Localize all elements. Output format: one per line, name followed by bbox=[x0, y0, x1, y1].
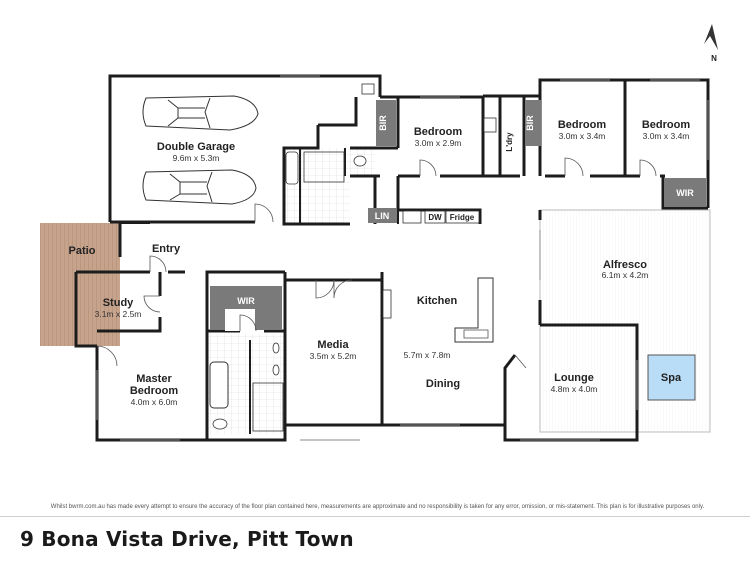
room-dims-lounge: 4.8m x 4.0m bbox=[551, 384, 598, 394]
property-address: 9 Bona Vista Drive, Pitt Town bbox=[20, 527, 354, 551]
wir-closet bbox=[664, 178, 706, 207]
disclaimer-text: Whilst bwrm.com.au has made every attemp… bbox=[50, 504, 705, 510]
room-dims-bedroom: 3.0m x 3.4m bbox=[559, 131, 606, 141]
room-dims-media: 3.5m x 5.2m bbox=[310, 351, 357, 361]
room-dims-bedroom: 3.0m x 3.4m bbox=[643, 131, 690, 141]
room-label-spa: Spa bbox=[661, 372, 682, 384]
room-label-study: Study bbox=[103, 297, 134, 309]
room-dims-study: 3.1m x 2.5m bbox=[95, 309, 142, 319]
wir-label: WIR bbox=[237, 296, 255, 306]
toilet bbox=[353, 155, 367, 167]
garage-sink bbox=[361, 83, 375, 95]
spa-pool bbox=[647, 354, 696, 401]
room-label-dining: Dining bbox=[426, 378, 460, 390]
footer-divider bbox=[0, 516, 750, 517]
kitchen-island bbox=[454, 277, 494, 343]
room-label-master-bedroom-line2: Bedroom bbox=[130, 385, 179, 397]
room-label-entry: Entry bbox=[152, 243, 181, 255]
fridge-label: Fridge bbox=[450, 213, 475, 222]
lin-label: LIN bbox=[375, 211, 390, 221]
shower bbox=[252, 382, 284, 432]
bir-label: BIR bbox=[378, 115, 388, 131]
room-label-media: Media bbox=[317, 339, 349, 351]
lin-closet bbox=[368, 208, 397, 223]
laundry-tub bbox=[483, 117, 497, 133]
room-label-kitchen: Kitchen bbox=[417, 295, 458, 307]
compass-label: N bbox=[711, 54, 717, 63]
bir-closet bbox=[525, 100, 541, 146]
bir-label: BIR bbox=[525, 115, 535, 131]
wir-label: WIR bbox=[676, 188, 694, 198]
toilet bbox=[212, 418, 228, 430]
door-swings bbox=[96, 157, 657, 369]
laundry-tiles bbox=[480, 96, 524, 174]
laundry-label: L'dry bbox=[505, 132, 514, 152]
room-label-bedroom: Bedroom bbox=[642, 119, 691, 131]
floor-plan: N Double Garage 9.6m x 5.3m BIR Bedroom … bbox=[40, 24, 718, 442]
car-icon bbox=[142, 95, 259, 131]
car-icon bbox=[142, 169, 257, 205]
dw-label: DW bbox=[428, 213, 442, 222]
shower bbox=[303, 151, 345, 183]
patio-deck bbox=[40, 223, 120, 346]
walls bbox=[74, 74, 710, 442]
room-label-lounge: Lounge bbox=[554, 372, 594, 384]
bathtub bbox=[285, 151, 299, 185]
bathtub bbox=[209, 361, 229, 409]
room-label-bedroom: Bedroom bbox=[558, 119, 607, 131]
kitchen-bench bbox=[382, 289, 392, 319]
vanity-sink bbox=[272, 342, 280, 354]
room-label-alfresco: Alfresco bbox=[603, 259, 647, 271]
inner-walls bbox=[120, 148, 399, 434]
room-label-patio: Patio bbox=[69, 245, 96, 257]
room-label-double-garage: Double Garage bbox=[157, 141, 235, 153]
sink bbox=[463, 329, 489, 339]
dw-box bbox=[424, 210, 446, 224]
room-dims-master-bedroom: 4.0m x 6.0m bbox=[131, 397, 178, 407]
room-label-master-bedroom-line1: Master bbox=[136, 373, 172, 385]
room-dims-alfresco: 6.1m x 4.2m bbox=[602, 270, 649, 280]
compass-icon: N bbox=[704, 24, 718, 63]
room-label-bedroom: Bedroom bbox=[414, 126, 463, 138]
room-dims-double-garage: 9.6m x 5.3m bbox=[173, 153, 220, 163]
bir-closet bbox=[376, 100, 396, 146]
cooktop bbox=[402, 210, 422, 224]
room-dims-bedroom: 3.0m x 2.9m bbox=[415, 138, 462, 148]
room-dims-kitchen-dining: 5.7m x 7.8m bbox=[404, 350, 451, 360]
windows bbox=[96, 75, 709, 441]
vanity-sink bbox=[272, 364, 280, 376]
fridge-box bbox=[445, 210, 480, 224]
